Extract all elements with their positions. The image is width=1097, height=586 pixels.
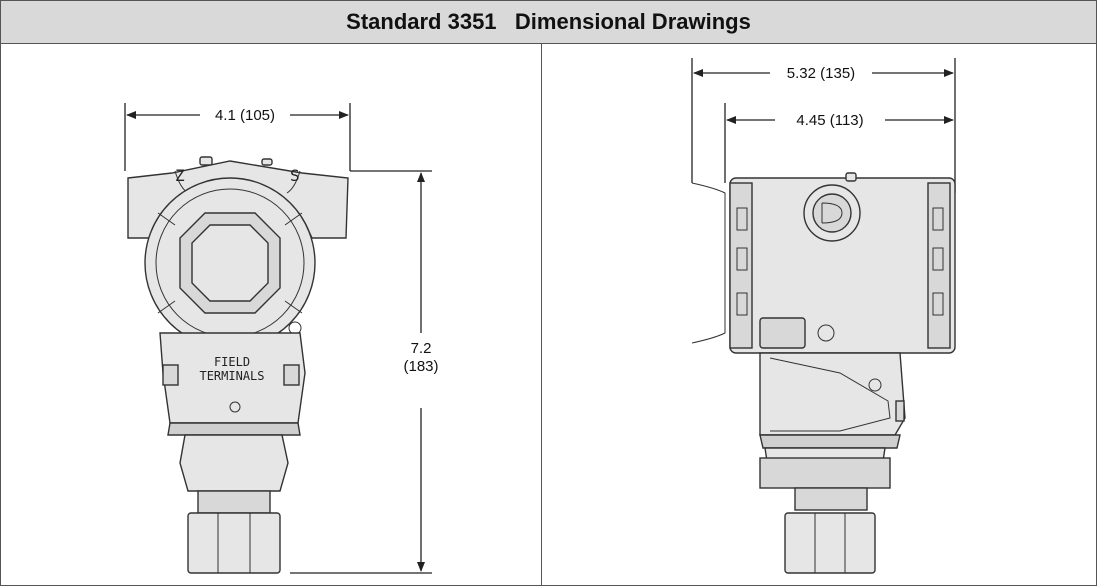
side-cover-outline [691,182,726,344]
front-view: 4.1 (105) 7.2 (183) Z S [124,103,439,574]
front-height-inches: 7.2 [411,340,432,357]
header-title-subject: Dimensional Drawings [514,9,751,34]
side-process-connection [784,512,876,574]
process-connection [187,512,281,574]
side-overall-width-dimension: 5.32 (135) [691,58,956,193]
sensor-module [179,434,289,492]
header-bar: Standard 3351 Dimensional Drawings [1,1,1096,44]
terminal-label-line1: FIELD [214,355,250,369]
front-width-label: 4.1 (105) [215,107,275,124]
side-housing-width-dimension: 4.45 (113) [724,103,954,183]
side-view: 5.32 (135) 4.45 (113) [691,58,956,574]
panel-divider [541,44,542,585]
front-height-mm: (183) [403,358,438,375]
side-overall-width-label: 5.32 (135) [787,65,855,82]
cover-mark-left: Z [175,166,185,185]
side-housing-width-label: 4.45 (113) [796,112,863,129]
front-width-dimension: 4.1 (105) [124,103,351,171]
side-housing [729,172,956,354]
front-housing: Z S FIELD TERMINALS [127,156,349,574]
side-lower-body [759,352,906,574]
cover-mark-right: S [290,166,300,185]
terminal-label-line2: TERMINALS [199,369,264,383]
front-height-dimension: 7.2 (183) [290,170,439,574]
dimensional-drawings-svg: 4.1 (105) 7.2 (183) Z S [124,58,956,574]
header-title-model: Standard 3351 [346,9,497,34]
